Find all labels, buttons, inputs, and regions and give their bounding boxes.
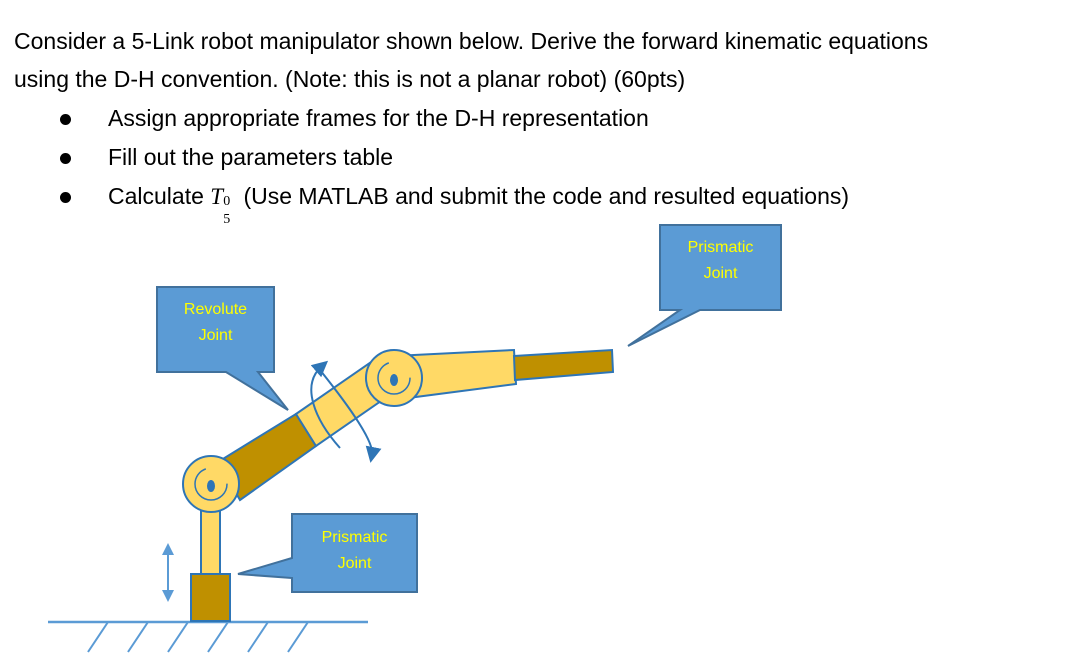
prismatic-bottom-label-line-2: Joint [337,555,372,572]
ground [48,620,368,653]
vertical-double-arrow-icon [162,543,174,602]
joint-1 [182,455,240,513]
task-item: Fill out the parameters table [0,138,1070,177]
task-item-text: Assign appropriate frames for the D-H re… [108,105,649,131]
task-item-text-before: Calculate [108,183,211,209]
revolute-label-line-2: Joint [198,327,233,344]
revolute-label-line-1: Revolute [183,301,248,318]
transform-symbol-sup: 0 [223,194,231,209]
question-text: Consider a 5-Link robot manipulator show… [14,22,1064,98]
prismatic-top-callout-label: Prismatic Joint [660,235,781,287]
prismatic-bottom-label-line-1: Prismatic [321,529,388,546]
prismatic-top-callout [627,224,782,347]
question-line-2: using the D-H convention. (Note: this is… [14,66,686,92]
task-item-text-after: (Use MATLAB and submit the code and resu… [237,183,850,209]
revolute-callout-label: Revolute Joint [157,297,274,349]
prismatic-bottom-callout-label: Prismatic Joint [292,525,417,577]
base-block [190,573,231,622]
joint-2 [365,349,423,407]
transform-symbol-sub: 5 [223,212,231,227]
question-line-1: Consider a 5-Link robot manipulator show… [14,28,929,54]
revolute-callout [156,286,289,411]
task-item: Assign appropriate frames for the D-H re… [0,99,1070,138]
prismatic-top-label-line-2: Joint [703,265,738,282]
prismatic-rod [512,348,615,382]
bullet-icon [60,192,71,203]
rotation-arrow-icon [310,360,382,463]
prismatic-bottom-callout [237,513,418,593]
transform-symbol-base: T [210,184,224,209]
task-list: Assign appropriate frames for the D-H re… [0,99,1070,227]
bullet-icon [60,153,71,164]
task-item-text: Fill out the parameters table [108,144,394,170]
bullet-icon [60,114,71,125]
prismatic-top-label-line-1: Prismatic [687,239,754,256]
